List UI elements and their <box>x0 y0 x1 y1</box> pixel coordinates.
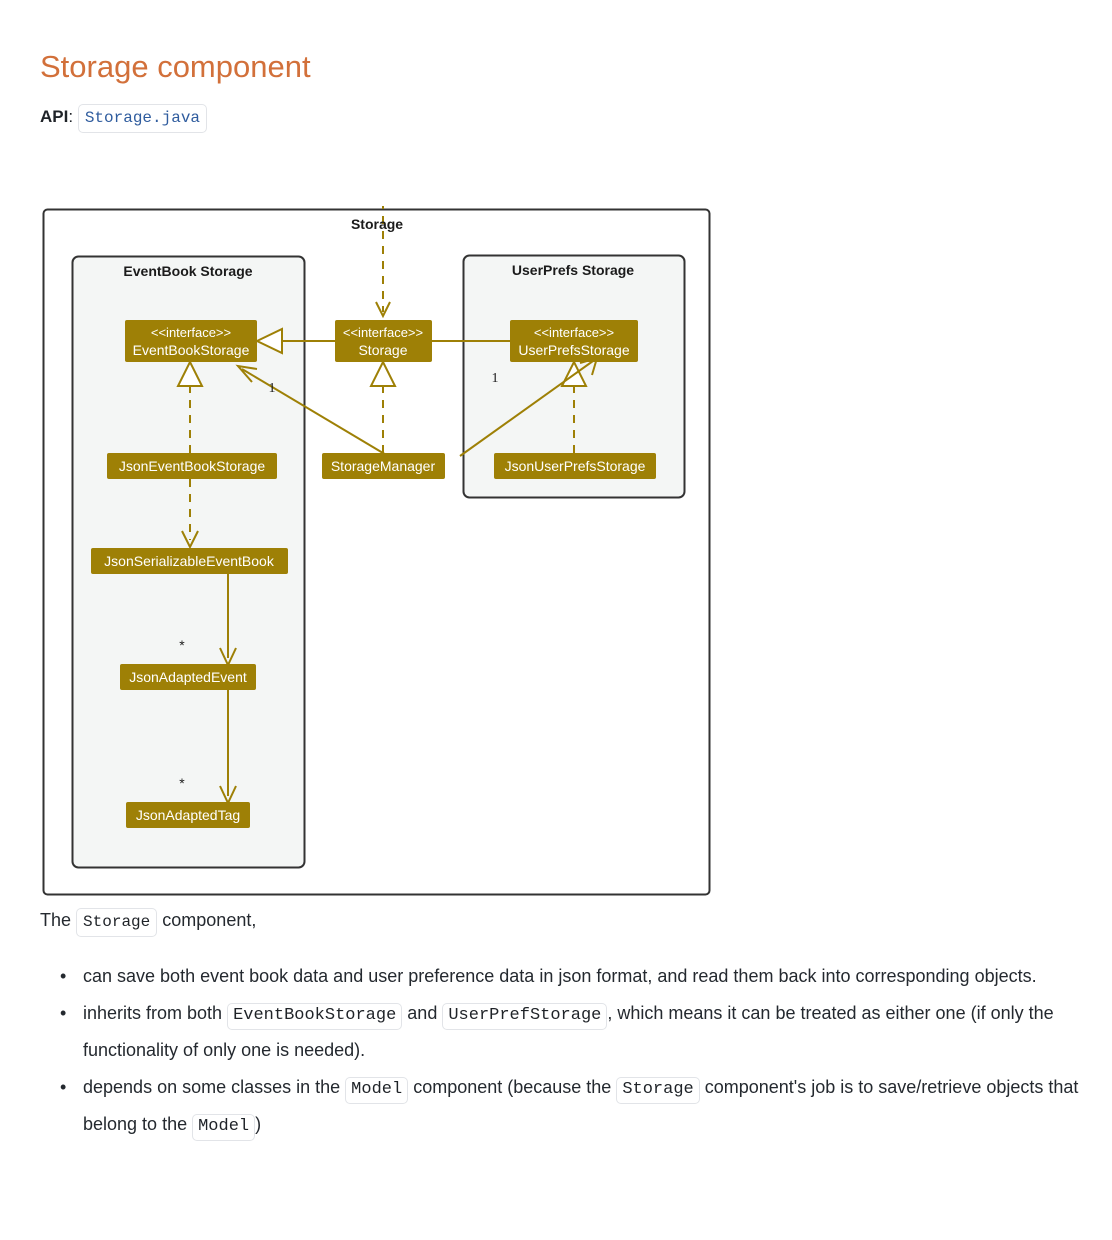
node-storage-stereotype: <<interface>> <box>343 325 423 340</box>
node-storage-name: Storage <box>358 342 407 358</box>
diagram-canvas: <<interface>> EventBookStorage <<interfa… <box>42 206 711 896</box>
node-jsonEventBookStorage-box <box>107 453 277 479</box>
node-jsonSerializableEventBook[interactable]: JsonSerializableEventBook <box>91 548 288 574</box>
node-userPrefsStorage-stereotype: <<interface>> <box>534 325 614 340</box>
node-eventBookStorage[interactable]: <<interface>> EventBookStorage <box>125 320 257 362</box>
api-line: API: Storage.java <box>40 103 208 133</box>
node-jsonAdaptedTag-box <box>126 802 250 828</box>
node-jsonAdaptedEvent[interactable]: JsonAdaptedEvent <box>120 664 256 690</box>
edge-storagemanager-to-userprefsstorage <box>459 360 594 457</box>
intro-text-before: The <box>40 910 72 930</box>
edge-label-userprefs-multiplicity: 1 <box>492 371 499 386</box>
node-jsonUserPrefsStorage-name: JsonUserPrefsStorage <box>505 458 646 474</box>
api-colon: : <box>68 107 74 126</box>
node-storage[interactable]: <<interface>> Storage <box>335 320 432 362</box>
node-storageManager[interactable]: StorageManager <box>322 453 445 479</box>
edge-label-tag-star: * <box>179 775 185 791</box>
node-jsonAdaptedTag-name: JsonAdaptedTag <box>136 807 240 823</box>
node-eventBookStorage-name: EventBookStorage <box>133 342 250 358</box>
storage-class-diagram: <<interface>> EventBookStorage <<interfa… <box>40 206 712 898</box>
node-storage-box <box>335 320 432 362</box>
page-title: Storage component <box>40 48 311 84</box>
list-item: inherits from both EventBookStorage and … <box>40 995 1080 1069</box>
node-userPrefsStorage[interactable]: <<interface>> UserPrefsStorage <box>510 320 638 362</box>
package-title-userprefs: UserPrefs Storage <box>512 262 634 278</box>
inline-code: Model <box>345 1077 409 1104</box>
list-item: depends on some classes in the Model com… <box>40 1069 1080 1143</box>
node-jsonAdaptedEvent-box <box>120 664 256 690</box>
node-jsonEventBookStorage[interactable]: JsonEventBookStorage <box>107 453 277 479</box>
inline-code: Model <box>192 1114 256 1141</box>
node-jsonEventBookStorage-name: JsonEventBookStorage <box>119 458 266 474</box>
api-label: API <box>40 107 69 126</box>
edge-storagemanager-to-eventbookstorage <box>241 368 389 457</box>
package-title-eventbook: EventBook Storage <box>123 263 252 279</box>
node-jsonUserPrefsStorage-box <box>494 453 656 479</box>
edge-jsoneventbookstorage-to-serializable-arrowhead <box>181 530 199 550</box>
edge-jsoneventbookstorage-arrowhead <box>176 359 204 387</box>
edge-storagemanager-storage-arrowhead <box>369 359 397 387</box>
intro-paragraph: The Storage component, <box>40 905 256 937</box>
inline-code: Storage <box>616 1077 700 1104</box>
storage-feature-list: can save both event book data and user p… <box>40 958 1080 1143</box>
node-jsonSerializableEventBook-name: JsonSerializableEventBook <box>104 553 275 569</box>
node-jsonAdaptedEvent-name: JsonAdaptedEvent <box>129 669 247 685</box>
edge-storagemanager-to-eventbookstorage-arrowhead <box>235 364 258 383</box>
node-userPrefsStorage-name: UserPrefsStorage <box>518 342 629 358</box>
edge-storage-to-eventbookstorage-arrowhead <box>254 327 283 355</box>
intro-text-after: component, <box>162 910 257 930</box>
api-link-storage-java[interactable]: Storage.java <box>77 104 208 133</box>
edge-label-event-star: * <box>179 637 185 653</box>
edge-label-eventbook-multiplicity: 1 <box>269 381 276 396</box>
node-jsonAdaptedTag[interactable]: JsonAdaptedTag <box>126 802 250 828</box>
intro-code-storage: Storage <box>76 908 158 937</box>
outer-package-title: Storage <box>351 216 403 232</box>
node-jsonUserPrefsStorage[interactable]: JsonUserPrefsStorage <box>494 453 656 479</box>
list-item: can save both event book data and user p… <box>40 958 1080 995</box>
inline-code: UserPrefStorage <box>442 1003 608 1030</box>
node-jsonSerializableEventBook-box <box>91 548 288 574</box>
node-userPrefsStorage-box <box>510 320 638 362</box>
inline-code: EventBookStorage <box>227 1003 403 1030</box>
node-eventBookStorage-stereotype: <<interface>> <box>151 325 231 340</box>
node-eventBookStorage-box <box>125 320 257 362</box>
diagram-edges <box>176 206 599 806</box>
node-storageManager-box <box>322 453 445 479</box>
edge-into-storage-arrowhead <box>375 301 391 319</box>
node-storageManager-name: StorageManager <box>331 458 436 474</box>
